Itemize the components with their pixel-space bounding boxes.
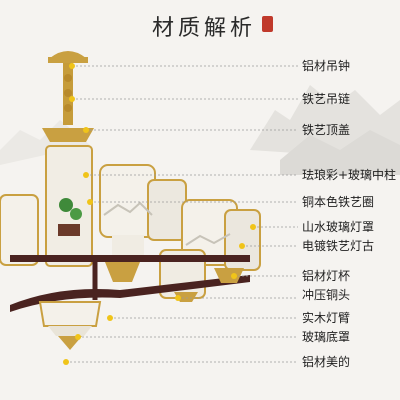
callout-label-plated-iron-lamp: 电镀铁艺灯古 [302,239,375,253]
page-title: 材质解析 [152,16,257,41]
shade-left [0,194,39,266]
callout-label-copper-iron-ring: 铜本色铁艺圈 [302,195,375,209]
glass-bottom-shade [38,301,102,327]
callout-label-glass-bottom-shade: 玻璃底罩 [302,330,351,344]
top-cover [42,128,94,142]
red-seal-stamp [262,16,273,32]
callout-label-iron-chain: 铁艺吊链 [302,92,351,106]
callout-label-aluminum-lamp-cup: 铝材灯杯 [302,269,351,283]
callout-label-iron-top-cover: 铁艺顶盖 [302,123,351,137]
callout-label-aluminum-finial: 铝材美的 [302,355,351,369]
wood-arms [10,275,250,312]
callout-label-enamel-glass-column: 珐琅彩+玻璃中柱 [302,168,397,182]
callout-label-stamped-copper-head: 冲压铜头 [302,288,351,302]
callout-label-landscape-glass-shade: 山水玻璃灯罩 [302,220,375,234]
canopy [50,51,86,58]
callout-dot [69,63,75,69]
callout-label-solid-wood-arm: 实木灯臂 [302,311,351,325]
lamp-cup [105,262,140,282]
bottom-finial [58,336,82,350]
callout-label-aluminum-bell: 铝材吊钟 [302,59,351,73]
